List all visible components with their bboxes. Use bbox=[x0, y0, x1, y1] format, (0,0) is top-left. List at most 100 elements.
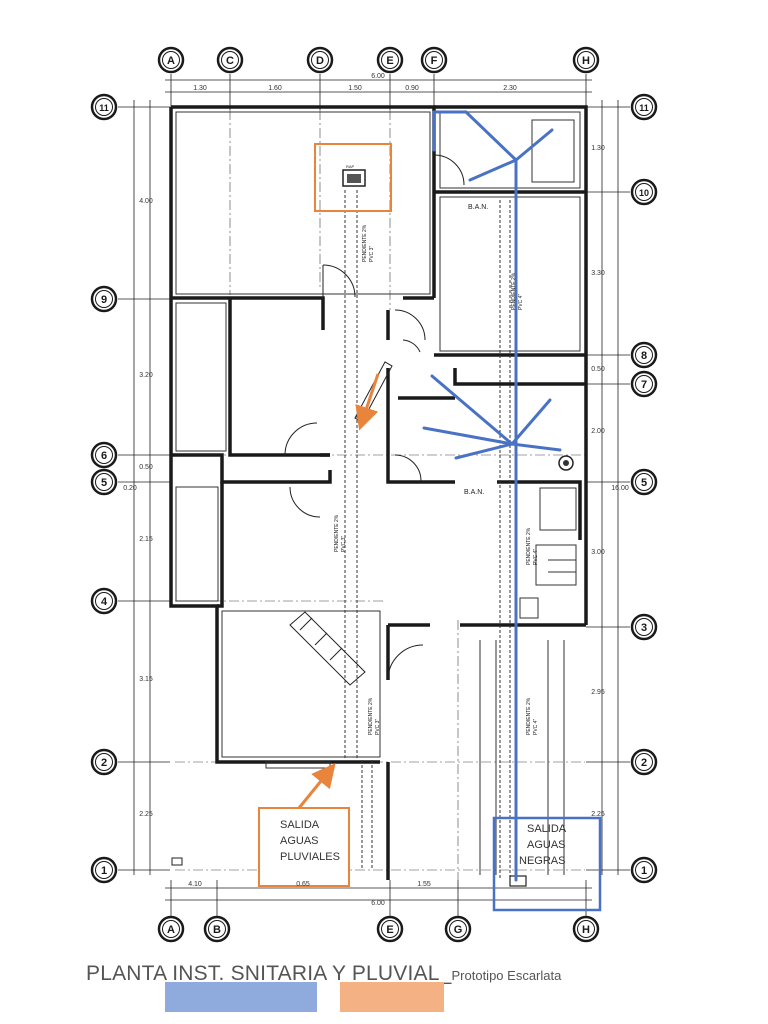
pluviales-callout-text: SALIDA AGUAS PLUVIALES bbox=[280, 819, 340, 863]
dim-right-1: 3.30 bbox=[591, 270, 605, 277]
dim-right-4: 3.00 bbox=[591, 549, 605, 556]
plan-title: PLANTA INST. SNITARIA Y PLUVIAL_Prototip… bbox=[86, 962, 561, 986]
dim-right-5: 2.95 bbox=[591, 689, 605, 696]
pipe-slope-labels: PENDIENTE 2%PVC 3" PENDIENTE 2%PVC 4" PE… bbox=[334, 224, 539, 735]
pluviales-line-3: PLUVIALES bbox=[280, 851, 340, 863]
pipe-label-3: PENDIENTE 2%PVC 3" bbox=[334, 514, 347, 552]
dim-left-0: 4.00 bbox=[139, 198, 153, 205]
drain-pipes bbox=[344, 190, 511, 880]
axis-label: 3 bbox=[641, 622, 647, 634]
axis-label: 8 bbox=[641, 350, 647, 362]
legend-swatch-orange bbox=[340, 982, 444, 1012]
dim-right-3: 2.00 bbox=[591, 428, 605, 435]
pluviales-callout-box bbox=[258, 807, 350, 887]
axis-bubble-top-C: C bbox=[216, 46, 244, 74]
axis-bubble-top-F: F bbox=[420, 46, 448, 74]
grid-lines bbox=[118, 74, 630, 916]
dim-left-4: 3.15 bbox=[139, 676, 153, 683]
axis-bubble-top-E: E bbox=[376, 46, 404, 74]
axis-label: E bbox=[386, 55, 393, 67]
dim-top-0: 1.30 bbox=[193, 85, 207, 92]
axis-bubble-left-2: 2 bbox=[90, 748, 118, 776]
axis-label: 11 bbox=[639, 103, 649, 113]
axis-bubble-left-5: 5 bbox=[90, 468, 118, 496]
door-swings bbox=[284, 154, 465, 681]
axis-bubble-left-1: 1 bbox=[90, 856, 118, 884]
axis-label: 10 bbox=[639, 188, 649, 198]
axis-bubble-bottom-A: A bbox=[157, 915, 185, 943]
rain-arrows bbox=[297, 373, 380, 809]
axis-label: H bbox=[582, 924, 590, 936]
axis-bubble-right-2: 2 bbox=[630, 748, 658, 776]
axis-label: 7 bbox=[641, 379, 647, 391]
pipe-label-5: PENDIENTE 2%PVC 3" bbox=[368, 697, 381, 735]
axis-label: 2 bbox=[101, 757, 107, 769]
axis-label: A bbox=[167, 55, 175, 67]
dim-bottom-total: 6.00 bbox=[371, 900, 385, 907]
axis-label: D bbox=[316, 55, 324, 67]
dim-left-2: 0.50 bbox=[139, 464, 153, 471]
rap-highlight-box bbox=[314, 143, 392, 212]
axis-label: 6 bbox=[101, 450, 107, 462]
walls bbox=[169, 105, 588, 880]
negras-line-1: SALIDA bbox=[527, 823, 567, 835]
axis-label: 4 bbox=[101, 596, 108, 608]
axis-bubble-right-1: 1 bbox=[630, 856, 658, 884]
axis-bubble-top-D: D bbox=[306, 46, 334, 74]
axis-bubble-right-11: 11 bbox=[630, 93, 658, 121]
axis-label: B bbox=[213, 924, 221, 936]
axis-bubble-left-11: 11 bbox=[90, 93, 118, 121]
dim-top-total: 6.00 bbox=[371, 73, 385, 80]
axis-label: 5 bbox=[101, 477, 107, 489]
pipe-label-2: PENDIENTE 2%PVC 4" bbox=[511, 272, 524, 310]
axis-label: F bbox=[431, 55, 438, 67]
axis-bubble-bottom-G: G bbox=[444, 915, 472, 943]
dim-right-extra: 16.00 bbox=[611, 485, 629, 492]
axis-label: G bbox=[454, 924, 463, 936]
dim-top-3: 0.90 bbox=[405, 85, 419, 92]
axis-label: 11 bbox=[99, 103, 109, 113]
pluviales-line-1: SALIDA bbox=[280, 819, 320, 831]
axis-bubble-bottom-H: H bbox=[572, 915, 600, 943]
axis-bubble-left-9: 9 bbox=[90, 285, 118, 313]
axis-label: 9 bbox=[101, 294, 107, 306]
axis-centerlines bbox=[175, 110, 585, 880]
pluviales-line-2: AGUAS bbox=[280, 835, 319, 847]
axis-label: A bbox=[167, 924, 175, 936]
axis-bubble-right-3: 3 bbox=[630, 613, 658, 641]
axis-bubble-top-A: A bbox=[157, 46, 185, 74]
axis-bubble-right-8: 8 bbox=[630, 341, 658, 369]
pipe-label-1: PENDIENTE 2%PVC 3" bbox=[362, 224, 375, 262]
dim-right-0: 1.30 bbox=[591, 145, 605, 152]
axis-label: C bbox=[226, 55, 234, 67]
pipe-label-6: PENDIENTE 2%PVC 4" bbox=[526, 697, 539, 735]
axis-bubble-bottom-E: E bbox=[376, 915, 404, 943]
dim-top-2: 1.50 bbox=[348, 85, 362, 92]
legend-swatch-blue bbox=[165, 982, 317, 1012]
negras-callout-text: SALIDA AGUAS NEGRAS bbox=[519, 823, 567, 867]
axis-label: H bbox=[582, 55, 590, 67]
dim-bottom-1: 0.65 bbox=[296, 881, 310, 888]
axis-bubble-right-10: 10 bbox=[630, 178, 658, 206]
axis-bubble-bottom-B: B bbox=[203, 915, 231, 943]
rap-label: RAP bbox=[346, 164, 355, 169]
dim-bottom-2: 1.55 bbox=[417, 881, 431, 888]
axis-bubble-left-6: 6 bbox=[90, 441, 118, 469]
dim-left-3: 2.15 bbox=[139, 536, 153, 543]
plan-title-main: PLANTA INST. SNITARIA Y PLUVIAL_ bbox=[86, 962, 452, 985]
sewage-lines bbox=[422, 110, 562, 882]
ban-label-top: B.A.N. bbox=[468, 204, 488, 211]
axis-bubble-right-5: 5 bbox=[630, 468, 658, 496]
outlet-box bbox=[509, 875, 527, 887]
axis-bubble-top-H: H bbox=[572, 46, 600, 74]
dim-bottom-0: 4.10 bbox=[188, 881, 202, 888]
negras-line-3: NEGRAS bbox=[519, 855, 565, 867]
axis-label: 1 bbox=[641, 865, 647, 877]
axis-bubble-left-4: 4 bbox=[90, 587, 118, 615]
dim-top-1: 1.60 bbox=[268, 85, 282, 92]
axis-label: 1 bbox=[101, 865, 107, 877]
axis-label: 5 bbox=[641, 477, 647, 489]
plan-title-sub: Prototipo Escarlata bbox=[451, 968, 562, 983]
